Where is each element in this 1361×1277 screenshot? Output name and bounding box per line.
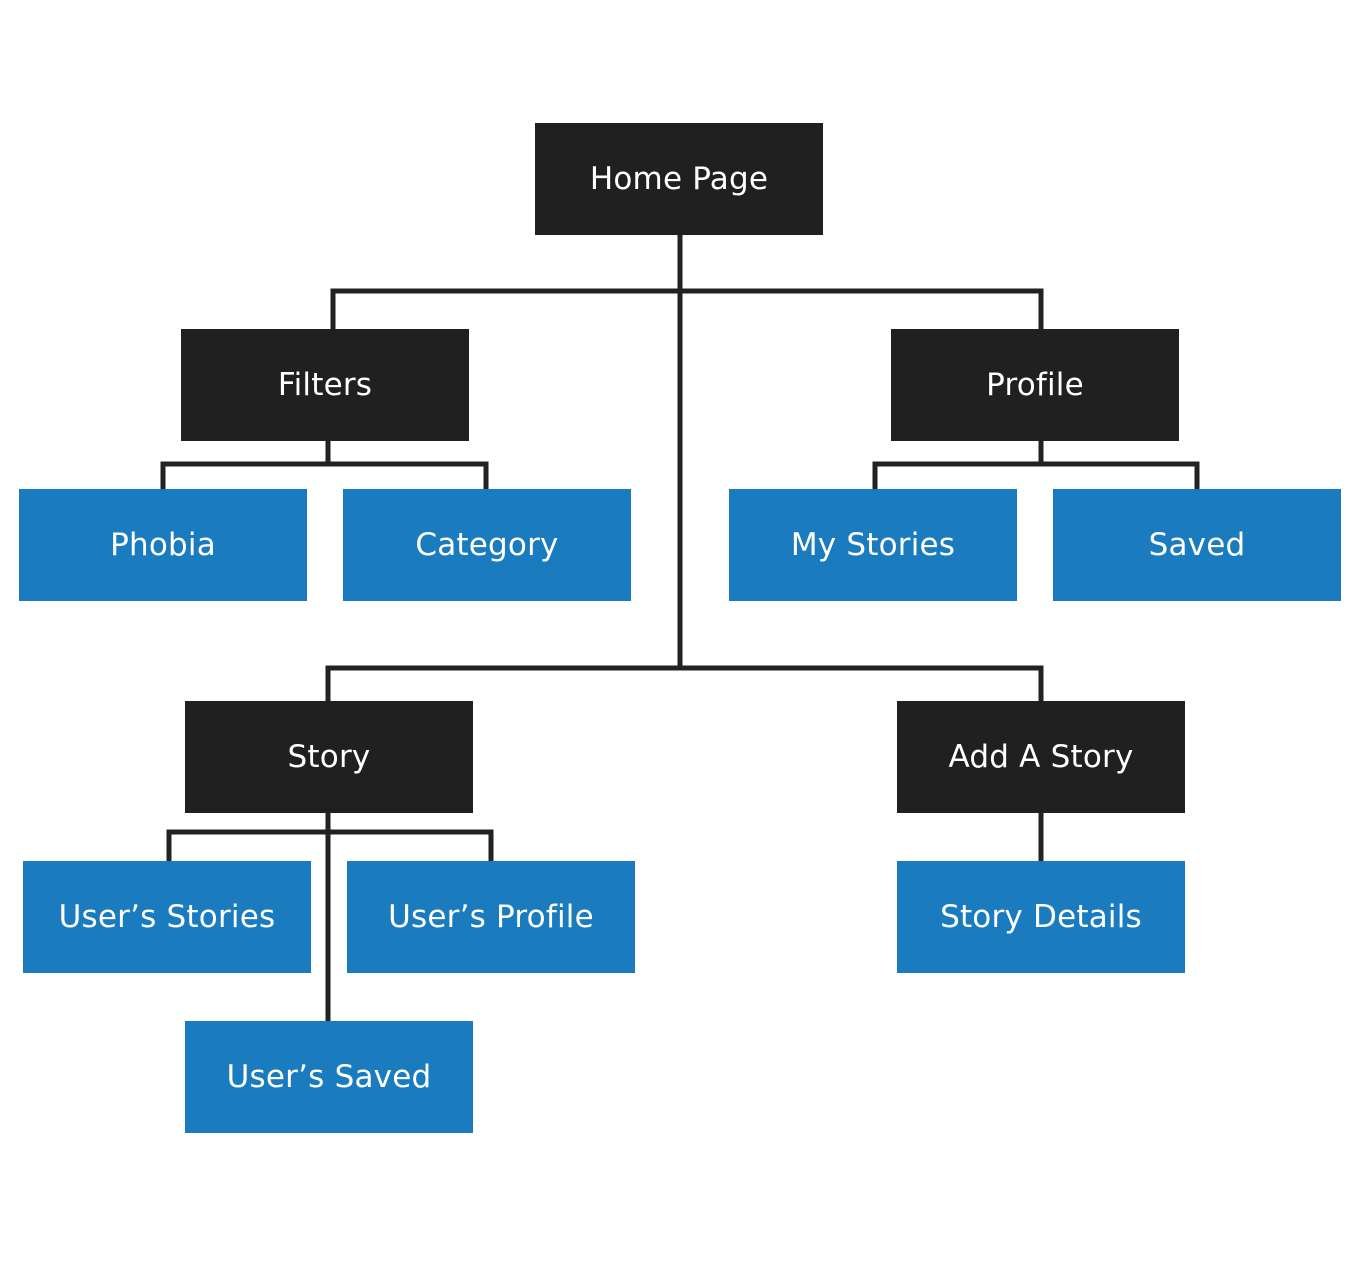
node-profile: Profile [891,329,1179,441]
node-phobia: Phobia [19,489,307,601]
node-story: Story [185,701,473,813]
node-users-profile: User’s Profile [347,861,635,973]
node-users-saved: User’s Saved [185,1021,473,1133]
connector-home-story-addstory [325,665,1044,701]
node-filters: Filters [181,329,469,441]
node-category: Category [343,489,631,601]
node-home-page: Home Page [535,123,823,235]
connector-story-children [166,829,494,861]
node-users-stories: User’s Stories [23,861,311,973]
connector-profile-children [872,461,1200,489]
connector-filters-children [160,461,489,489]
node-saved: Saved [1053,489,1341,601]
node-story-details: Story Details [897,861,1185,973]
node-my-stories: My Stories [729,489,1017,601]
node-add-a-story: Add A Story [897,701,1185,813]
connector-home-filters-profile [330,288,1044,329]
